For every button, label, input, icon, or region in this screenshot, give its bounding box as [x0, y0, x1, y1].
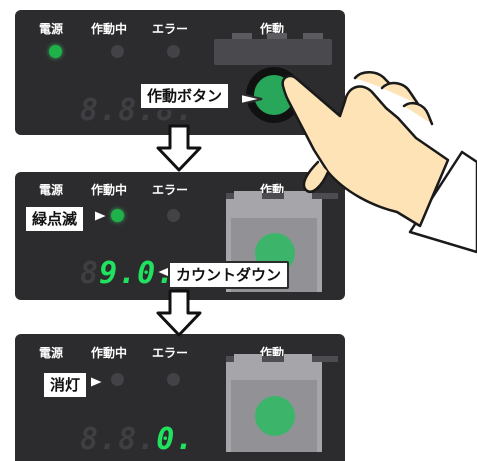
label-running: 作動中 [91, 183, 128, 197]
segment-display: 8.8.0. [80, 425, 194, 455]
error-led [167, 373, 180, 386]
error-led [167, 45, 180, 58]
operate-button[interactable] [255, 396, 295, 436]
label-error: エラー [152, 346, 189, 360]
running-led [111, 373, 124, 386]
error-led [167, 209, 180, 222]
label-error: エラー [152, 22, 189, 36]
segment-lit-digits: 0. [156, 422, 195, 457]
power-led [49, 45, 62, 58]
callout-operate-button: 作動ボタン [139, 82, 231, 110]
label-running: 作動中 [91, 346, 128, 360]
label-power: 電源 [39, 346, 64, 360]
label-running: 作動中 [91, 22, 128, 36]
callout-light-off: 消灯 [42, 371, 89, 399]
callout-pointer [89, 374, 107, 390]
label-power: 電源 [39, 22, 64, 36]
down-arrow-icon [156, 289, 202, 337]
button-housing-pressed [214, 33, 332, 65]
callout-pointer [240, 92, 263, 106]
callout-green-blink: 緑点滅 [24, 205, 86, 233]
running-led [111, 45, 124, 58]
pointing-hand-icon [281, 71, 477, 254]
label-operate: 作動 [260, 22, 285, 36]
segment-dim-digits: 8.8. [80, 422, 157, 457]
down-arrow-icon [156, 124, 202, 172]
label-power: 電源 [39, 183, 64, 197]
callout-countdown: カウントダウン [168, 261, 290, 289]
segment-dim-digits: 8 [80, 256, 100, 291]
label-error: エラー [152, 183, 189, 197]
running-led-blinking [111, 209, 124, 222]
callout-pointer [93, 208, 111, 224]
